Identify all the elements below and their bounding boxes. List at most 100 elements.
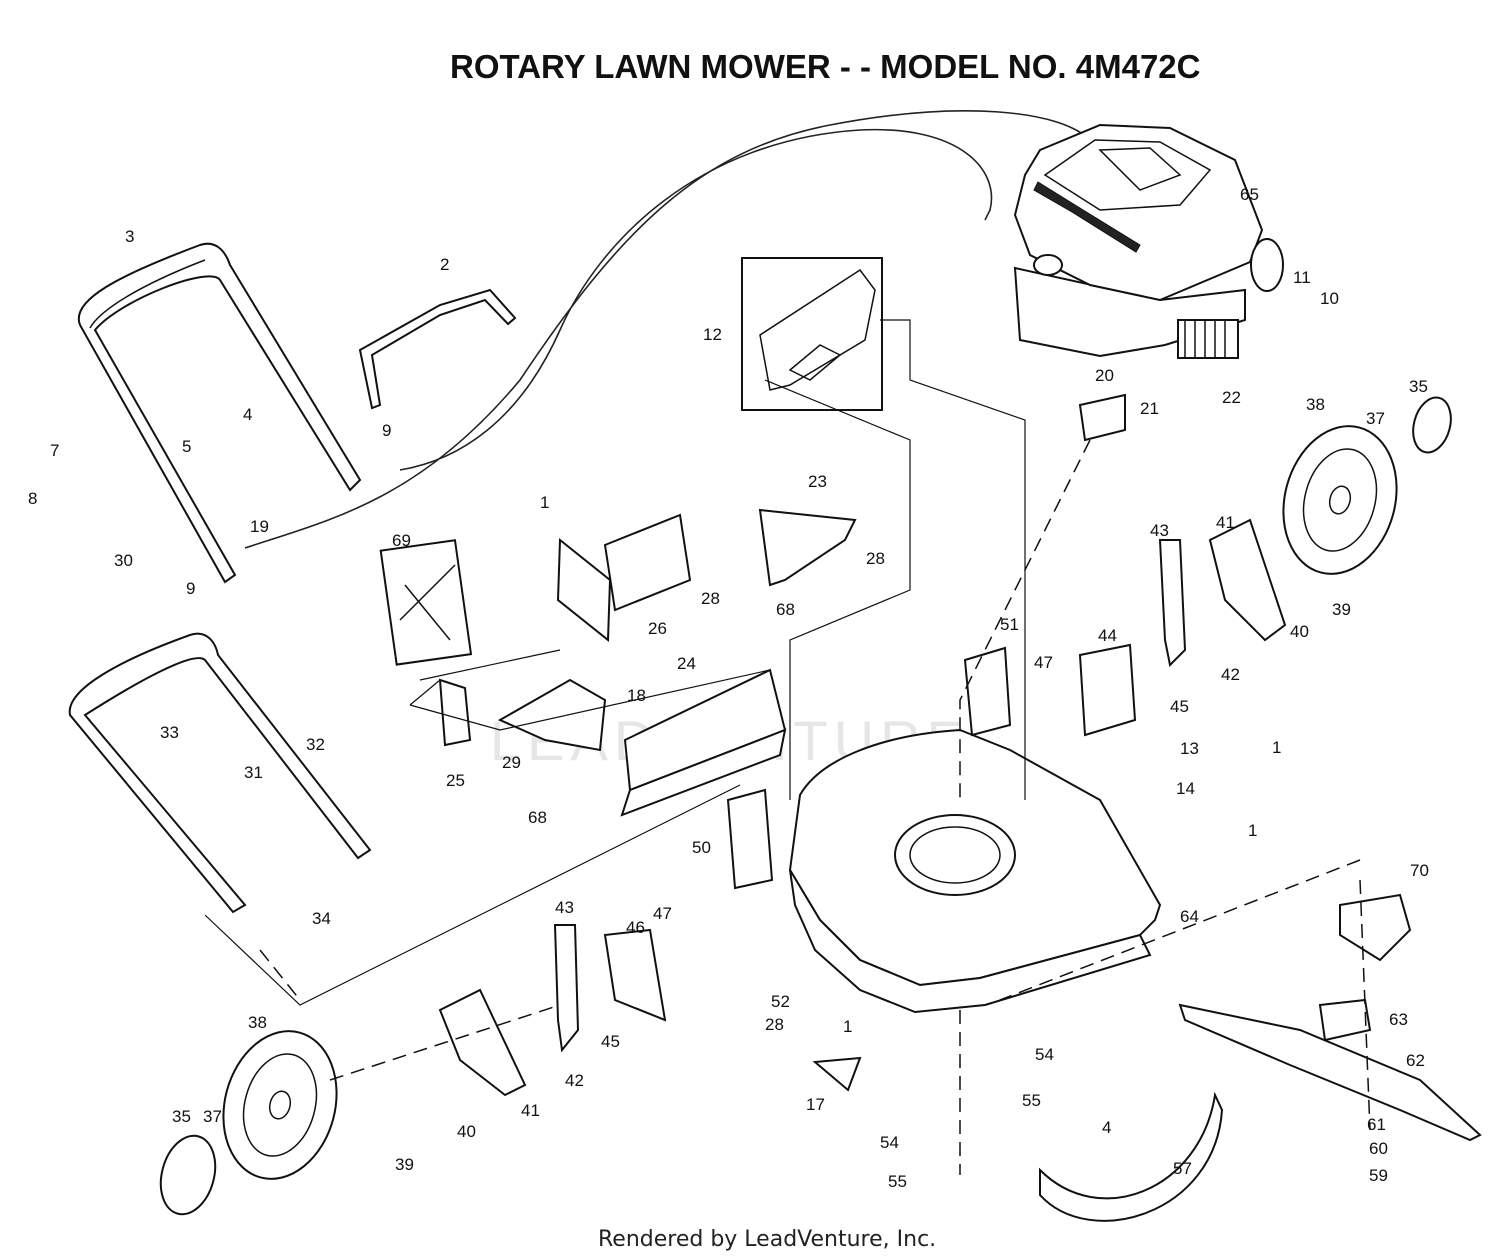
callout-3: 3: [125, 227, 134, 246]
callout-18: 18: [627, 686, 646, 705]
callout-54-a: 54: [1035, 1045, 1054, 1064]
callout-35-b: 35: [172, 1107, 191, 1126]
callout-50: 50: [692, 838, 711, 857]
callout-68-b: 68: [528, 808, 547, 827]
gear-plate-44: [1078, 643, 1137, 737]
hinge-bracket-25: [438, 678, 472, 747]
callout-8: 8: [28, 489, 37, 508]
callout-4-a: 4: [243, 405, 252, 424]
callout-2: 2: [440, 255, 449, 274]
callout-43-b: 43: [555, 898, 574, 917]
control-cable: [244, 110, 1091, 549]
callout-40-b: 40: [457, 1122, 476, 1141]
callout-47-b: 47: [653, 904, 672, 923]
callout-1-d: 1: [1272, 738, 1281, 757]
diagram-title: ROTARY LAWN MOWER - - MODEL NO. 4M472C: [450, 48, 1200, 85]
callout-23: 23: [808, 472, 827, 491]
callout-4-b: 4: [1102, 1118, 1111, 1137]
callout-31: 31: [244, 763, 263, 782]
callout-29: 29: [502, 753, 521, 772]
lever-left: [553, 924, 580, 1053]
lower-handle: [68, 632, 372, 914]
callout-38-a: 38: [1306, 395, 1325, 414]
lever-right: [1158, 539, 1187, 668]
callout-41-b: 41: [521, 1101, 540, 1120]
assembly-outline-2: [880, 319, 1026, 800]
chute-29: [497, 678, 607, 752]
callout-34: 34: [312, 909, 331, 928]
assembly-outline-4: [409, 649, 771, 731]
callout-39-b: 39: [395, 1155, 414, 1174]
callout-19: 19: [250, 517, 269, 536]
callout-26: 26: [648, 619, 667, 638]
callout-55-b: 55: [888, 1172, 907, 1191]
callout-40-a: 40: [1290, 622, 1309, 641]
callout-7: 7: [50, 441, 59, 460]
blade-adapter-top: [1078, 393, 1126, 442]
callout-25: 25: [446, 771, 465, 790]
callout-17: 17: [806, 1095, 825, 1114]
callout-57: 57: [1173, 1159, 1192, 1178]
callout-33: 33: [160, 723, 179, 742]
callout-62: 62: [1406, 1051, 1425, 1070]
callout-41-a: 41: [1216, 513, 1235, 532]
blade: [1178, 1003, 1482, 1142]
callout-39-a: 39: [1332, 600, 1351, 619]
callout-22: 22: [1222, 388, 1241, 407]
footer-credit: Rendered by LeadVenture, Inc.: [598, 1227, 936, 1252]
part-17: [812, 1056, 862, 1092]
callout-20: 20: [1095, 366, 1114, 385]
callout-28-c: 28: [765, 1015, 784, 1034]
wheel-bracket-left: [438, 988, 527, 1097]
wheel-bracket-right: [1208, 518, 1287, 642]
callout-14: 14: [1176, 779, 1195, 798]
assembly-outline-3: [204, 784, 741, 1006]
callout-37-a: 37: [1366, 409, 1385, 428]
callout-44: 44: [1098, 626, 1117, 645]
callout-46: 46: [626, 918, 645, 937]
bracket-50: [726, 788, 774, 890]
callout-69: 69: [392, 531, 411, 550]
baffle: [1039, 1091, 1224, 1222]
callout-59: 59: [1369, 1166, 1388, 1185]
callout-68-a: 68: [776, 600, 795, 619]
callout-24: 24: [677, 654, 696, 673]
mower-deck: [788, 728, 1162, 1014]
callout-45-b: 45: [601, 1032, 620, 1051]
bracket-51: [963, 646, 1012, 737]
callout-11: 11: [1293, 268, 1311, 287]
callout-42-b: 42: [565, 1071, 584, 1090]
callout-60: 60: [1369, 1139, 1388, 1158]
hub-cap-right: [1412, 396, 1452, 454]
callout-42-a: 42: [1221, 665, 1240, 684]
control-cable-lower: [399, 128, 993, 471]
wheel-right: [1282, 425, 1398, 575]
blade-adapter: [1318, 998, 1372, 1042]
callout-63: 63: [1389, 1010, 1408, 1029]
callout-54-b: 54: [880, 1133, 899, 1152]
callout-45-a: 45: [1170, 697, 1189, 716]
callout-61: 61: [1367, 1115, 1386, 1134]
mulch-plug: [1339, 893, 1412, 962]
assembly-line-2: [259, 949, 961, 1175]
callout-51: 51: [1000, 615, 1019, 634]
callout-13: 13: [1180, 739, 1199, 758]
callouts: 1 1 1 1 2 3 4 4 5 7 8 9 9 10 11 12 13 14…: [28, 185, 1429, 1191]
callout-65: 65: [1240, 185, 1259, 204]
callout-43-a: 43: [1150, 521, 1169, 540]
callout-9-b: 9: [186, 579, 195, 598]
callout-28-a: 28: [701, 589, 720, 608]
hub-cap-left: [159, 1134, 217, 1216]
rear-door: [603, 513, 692, 612]
control-bail: [358, 288, 517, 410]
callout-37-b: 37: [203, 1107, 222, 1126]
gear-plate-46: [603, 928, 667, 1022]
callout-70: 70: [1410, 861, 1429, 880]
callout-55-a: 55: [1022, 1091, 1041, 1110]
upper-handle: [77, 242, 362, 584]
callout-1-c: 1: [843, 1017, 852, 1036]
callout-1-a: 1: [540, 493, 549, 512]
callout-9-a: 9: [382, 421, 391, 440]
callout-5: 5: [182, 437, 191, 456]
